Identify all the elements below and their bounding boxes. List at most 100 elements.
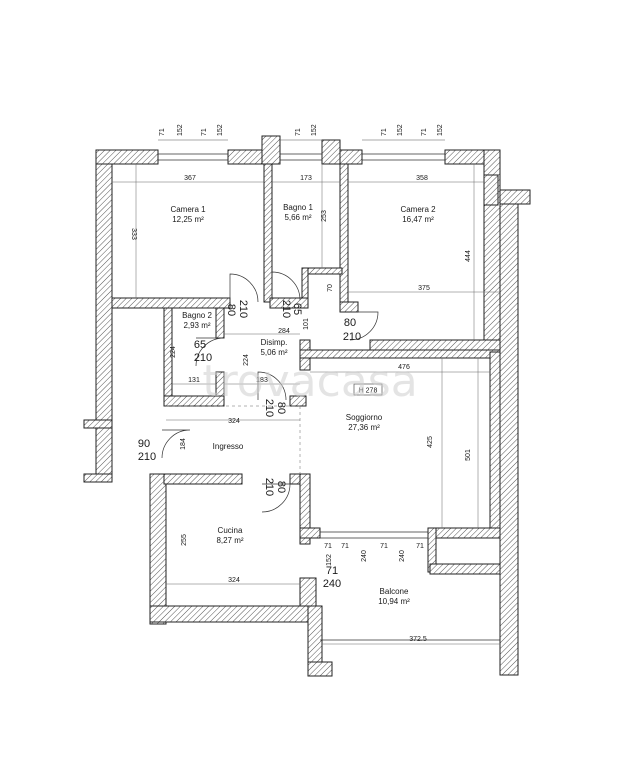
dim-c1-h: 333 — [130, 228, 137, 240]
room-name-disimp: Disimp. — [261, 338, 288, 347]
door-swings — [161, 271, 379, 513]
bal-dim-4: 71 — [380, 543, 388, 550]
room-area-bagno1: 5,66 m² — [284, 213, 311, 222]
windows — [158, 153, 500, 641]
watermark: trovacasa — [202, 356, 417, 407]
wall-sog-bottom-l — [299, 527, 321, 539]
height-tag: H 278 — [359, 388, 378, 395]
top-dim-0: 71 — [159, 128, 166, 136]
wall-balcone-r2 — [429, 563, 501, 575]
dim-c2-w: 358 — [416, 175, 428, 182]
bal-dim-1: 71 — [324, 543, 332, 550]
door3-h: 210 — [343, 331, 361, 343]
room-area-camera2: 16,47 m² — [402, 215, 434, 224]
wall-right-step — [483, 174, 499, 206]
door6-h: 210 — [138, 451, 156, 463]
wall-sog-right — [489, 351, 501, 538]
wall-far-right-top — [499, 189, 531, 205]
room-area-bagno2: 2,93 m² — [183, 321, 210, 330]
top-dim-4: 71 — [295, 128, 302, 136]
wall-top-3 — [261, 135, 281, 165]
bal-dim-3: 240 — [361, 550, 368, 562]
dim-c1-w: 367 — [184, 175, 196, 182]
room-name-soggiorno: Soggiorno — [346, 413, 383, 422]
wall-ing-step-low — [83, 473, 113, 483]
height-tag-box — [353, 383, 383, 396]
top-dim-6: 71 — [381, 128, 388, 136]
room-area-balcone: 10,94 m² — [378, 597, 410, 606]
room-name-ingresso: Ingresso — [213, 442, 244, 451]
dim-dis-224: 224 — [243, 354, 250, 366]
door1-w: 80 — [225, 304, 237, 316]
bal-dim-5: 240 — [399, 550, 406, 562]
top-dim-7: 152 — [397, 124, 404, 136]
wall-cucina-right — [299, 473, 311, 545]
bal-door-w: 71 — [326, 565, 338, 577]
wall-b1-c2 — [339, 163, 349, 305]
wall-b2-bottom — [163, 395, 225, 407]
top-dim-5: 152 — [311, 124, 318, 136]
dim-c2-h: 444 — [465, 250, 472, 262]
dim-ing-184: 184 — [180, 438, 187, 450]
walls — [83, 135, 531, 677]
door1-h: 210 — [237, 300, 249, 318]
top-dim-8: 71 — [421, 128, 428, 136]
wall-b1-bottom — [269, 297, 309, 309]
dim-sog-425: 425 — [427, 436, 434, 448]
dim-dis-284: 284 — [278, 328, 290, 335]
dimension-lines — [112, 164, 500, 645]
wall-ing-step — [83, 419, 113, 429]
door7-w: 210 — [263, 478, 275, 496]
wall-cucina-top — [163, 473, 243, 485]
room-area-camera1: 12,25 m² — [172, 215, 204, 224]
room-name-camera1: Camera 1 — [170, 205, 206, 214]
wall-top-5 — [321, 139, 341, 165]
door3-w: 80 — [344, 317, 356, 329]
wall-top-1 — [95, 149, 159, 165]
bal-dim-2: 71 — [341, 543, 349, 550]
dim-dis-183: 183 — [256, 377, 268, 384]
door7-h: 80 — [275, 481, 287, 493]
wall-cucina-right-low — [299, 577, 317, 609]
door5-w: 210 — [263, 399, 275, 417]
dim-b2-131: 131 — [188, 377, 200, 384]
dim-b2-224: 224 — [170, 346, 177, 358]
top-dim-1: 152 — [177, 124, 184, 136]
room-name-bagno1: Bagno 1 — [283, 203, 313, 212]
wall-b2-right — [215, 307, 225, 339]
dim-sog-476: 476 — [398, 364, 410, 371]
door5-h: 80 — [275, 402, 287, 414]
top-dim-9: 152 — [437, 124, 444, 136]
room-name-balcone: Balcone — [380, 587, 409, 596]
dim-cuc-324: 324 — [228, 577, 240, 584]
wall-sog-bottom-r — [427, 527, 501, 539]
dim-c2-375: 375 — [418, 285, 430, 292]
wall-bottom-3 — [307, 661, 333, 677]
room-name-bagno2: Bagno 2 — [182, 311, 212, 320]
room-name-camera2: Camera 2 — [400, 205, 436, 214]
dim-ing-324: 324 — [228, 418, 240, 425]
door4-h: 210 — [194, 352, 212, 364]
room-area-disimp: 5,06 m² — [260, 348, 287, 357]
room-area-cucina: 8,27 m² — [216, 536, 243, 545]
room-area-soggiorno: 27,36 m² — [348, 423, 380, 432]
wall-bottom-1 — [149, 605, 321, 623]
dim-bal-372: 372.5 — [409, 636, 427, 643]
top-dim-3: 152 — [217, 124, 224, 136]
dim-b1-h: 253 — [321, 210, 328, 222]
wall-c1-b1 — [263, 163, 273, 303]
dim-b1-w: 173 — [300, 175, 312, 182]
room-name-cucina: Cucina — [218, 526, 243, 535]
dim-dis-101: 101 — [303, 318, 310, 330]
bal-door-h: 240 — [323, 578, 341, 590]
bal-dim-0: 152 — [326, 554, 333, 566]
door4-w: 65 — [194, 339, 206, 351]
dim-b1-70: 70 — [327, 284, 334, 292]
bal-dim-6: 71 — [416, 543, 424, 550]
dim-cuc-255: 255 — [181, 534, 188, 546]
dim-sog-501: 501 — [465, 449, 472, 461]
wall-far-right — [499, 199, 519, 676]
door2-w: 210 — [280, 300, 292, 318]
wall-left-lower — [149, 473, 167, 625]
